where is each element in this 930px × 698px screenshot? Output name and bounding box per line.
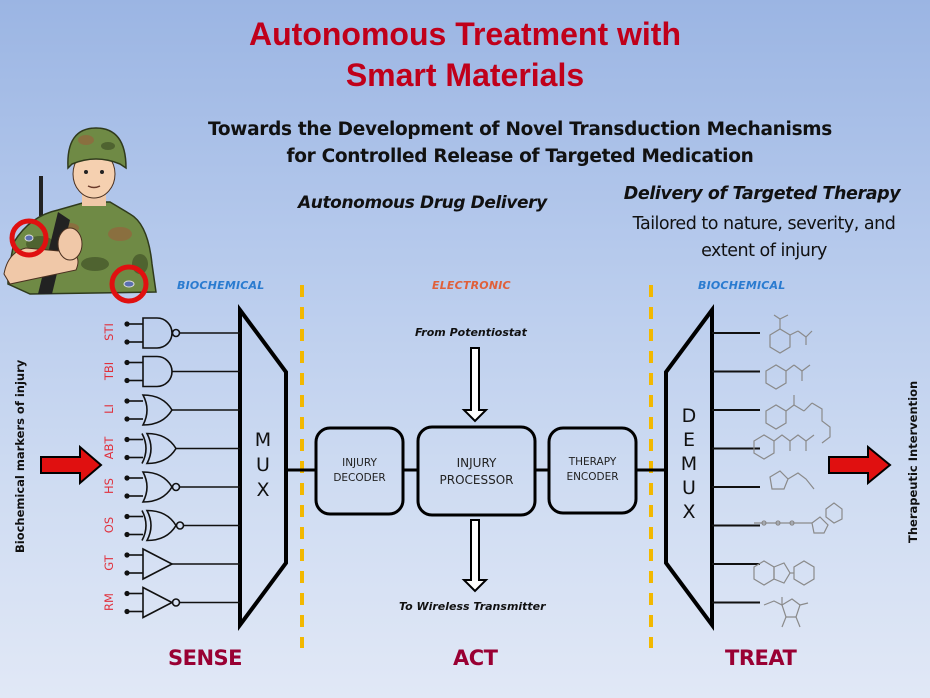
logic-gate-nor bbox=[124, 471, 240, 503]
demux-block bbox=[664, 303, 714, 632]
phase-act: ACT bbox=[453, 646, 498, 670]
title-line-2: Smart Materials bbox=[345, 57, 585, 93]
logic-gate-and bbox=[124, 355, 240, 388]
section-tag-electronic: ELECTRONIC bbox=[432, 279, 511, 292]
delivery-subheading-line-1: Tailored to nature, severity, and bbox=[632, 214, 896, 234]
signal-label-os: OS bbox=[102, 516, 116, 533]
phase-treat: TREAT bbox=[725, 646, 797, 670]
ascorbic-acid-molecule bbox=[763, 597, 809, 628]
delivery-subheading: Tailored to nature, severity, and extent… bbox=[605, 211, 923, 265]
subtitle-line-1: Towards the Development of Novel Transdu… bbox=[208, 119, 832, 140]
demux-letter: E bbox=[682, 429, 695, 451]
therapy-encoder-label: THERAPY ENCODER bbox=[549, 455, 636, 485]
signal-label-sti: STI bbox=[102, 323, 116, 341]
therapy-encoder-block bbox=[547, 426, 638, 515]
demux-letter: D bbox=[681, 405, 697, 427]
title-line-1: Autonomous Treatment with bbox=[249, 16, 681, 52]
logic-gate-xor bbox=[124, 432, 240, 465]
soldier-illustration bbox=[3, 127, 157, 304]
phenindione-molecule bbox=[753, 560, 815, 586]
mux-block bbox=[238, 303, 288, 632]
subtitle: Towards the Development of Novel Transdu… bbox=[130, 116, 910, 170]
logic-gate-or bbox=[124, 394, 240, 426]
block-label-line: INJURY bbox=[342, 457, 377, 469]
signal-label-tbi: TBI bbox=[102, 361, 116, 380]
delivery-subheading-line-2: extent of injury bbox=[701, 241, 827, 261]
subtitle-line-2: for Controlled Release of Targeted Medic… bbox=[286, 146, 754, 167]
lisdexamfetamine-molecule bbox=[753, 434, 815, 460]
block-label-line: ENCODER bbox=[566, 471, 619, 483]
signal-label-abt: ABT bbox=[102, 436, 116, 459]
therapeutic-intervention-label: Therapeutic Intervention bbox=[906, 380, 920, 543]
injury-decoder-label: INJURY DECODER bbox=[316, 456, 403, 486]
injury-processor-block bbox=[416, 425, 537, 517]
aspirin-molecule bbox=[769, 314, 813, 354]
biochemical-markers-label: Biochemical markers of injury bbox=[13, 359, 27, 553]
logic-gate-xnor bbox=[124, 509, 240, 542]
logic-gate-not bbox=[124, 586, 240, 619]
block-label-line: INJURY bbox=[456, 456, 497, 470]
histamine-molecule bbox=[769, 470, 815, 490]
mux-label: M U X bbox=[248, 428, 278, 503]
mux-letter: M bbox=[254, 429, 272, 451]
mux-letter: X bbox=[256, 479, 270, 501]
phase-sense: SENSE bbox=[168, 646, 243, 670]
section-tag-biochemical-right: BIOCHEMICAL bbox=[698, 279, 786, 292]
delivery-heading: Delivery of Targeted Therapy bbox=[623, 184, 901, 204]
demux-letter: X bbox=[682, 501, 696, 523]
block-label-line: PROCESSOR bbox=[439, 473, 514, 487]
demux-label: D E M U X bbox=[674, 404, 704, 524]
signal-label-li: LI bbox=[102, 404, 116, 414]
atp-molecule bbox=[754, 502, 843, 534]
autonomous-drug-delivery-heading: Autonomous Drug Delivery bbox=[298, 193, 547, 213]
injury-processor-label: INJURY PROCESSOR bbox=[418, 455, 535, 489]
from-potentiostat-label: From Potentiostat bbox=[415, 326, 527, 339]
block-label-line: THERAPY bbox=[568, 456, 617, 468]
page-title: Autonomous Treatment with Smart Material… bbox=[0, 14, 930, 96]
input-arrow-icon bbox=[40, 444, 103, 486]
down-arrow-icon bbox=[461, 519, 489, 593]
output-arrow-icon bbox=[828, 444, 892, 486]
sensor-marker-circle bbox=[109, 264, 149, 304]
signal-label-rm: RM bbox=[102, 592, 116, 611]
down-arrow-icon bbox=[461, 347, 489, 423]
logic-gate-buffer bbox=[124, 547, 240, 581]
mux-letter: U bbox=[256, 454, 270, 476]
injury-decoder-block bbox=[314, 426, 405, 516]
block-label-line: DECODER bbox=[333, 472, 386, 484]
demux-letter: U bbox=[682, 477, 696, 499]
antenna-icon bbox=[39, 176, 43, 216]
section-tag-biochemical-left: BIOCHEMICAL bbox=[177, 279, 265, 292]
norepinephrine-molecule bbox=[765, 395, 831, 444]
molecules-panel bbox=[753, 314, 843, 628]
demux-letter: M bbox=[680, 453, 698, 475]
sensor-marker-circle bbox=[9, 218, 49, 258]
logic-gate-nand bbox=[124, 317, 240, 349]
to-wireless-transmitter-label: To Wireless Transmitter bbox=[399, 600, 546, 613]
acetaminophen-molecule bbox=[765, 364, 811, 390]
signal-label-gt: GT bbox=[102, 555, 116, 571]
signal-label-hs: HS bbox=[102, 478, 116, 494]
